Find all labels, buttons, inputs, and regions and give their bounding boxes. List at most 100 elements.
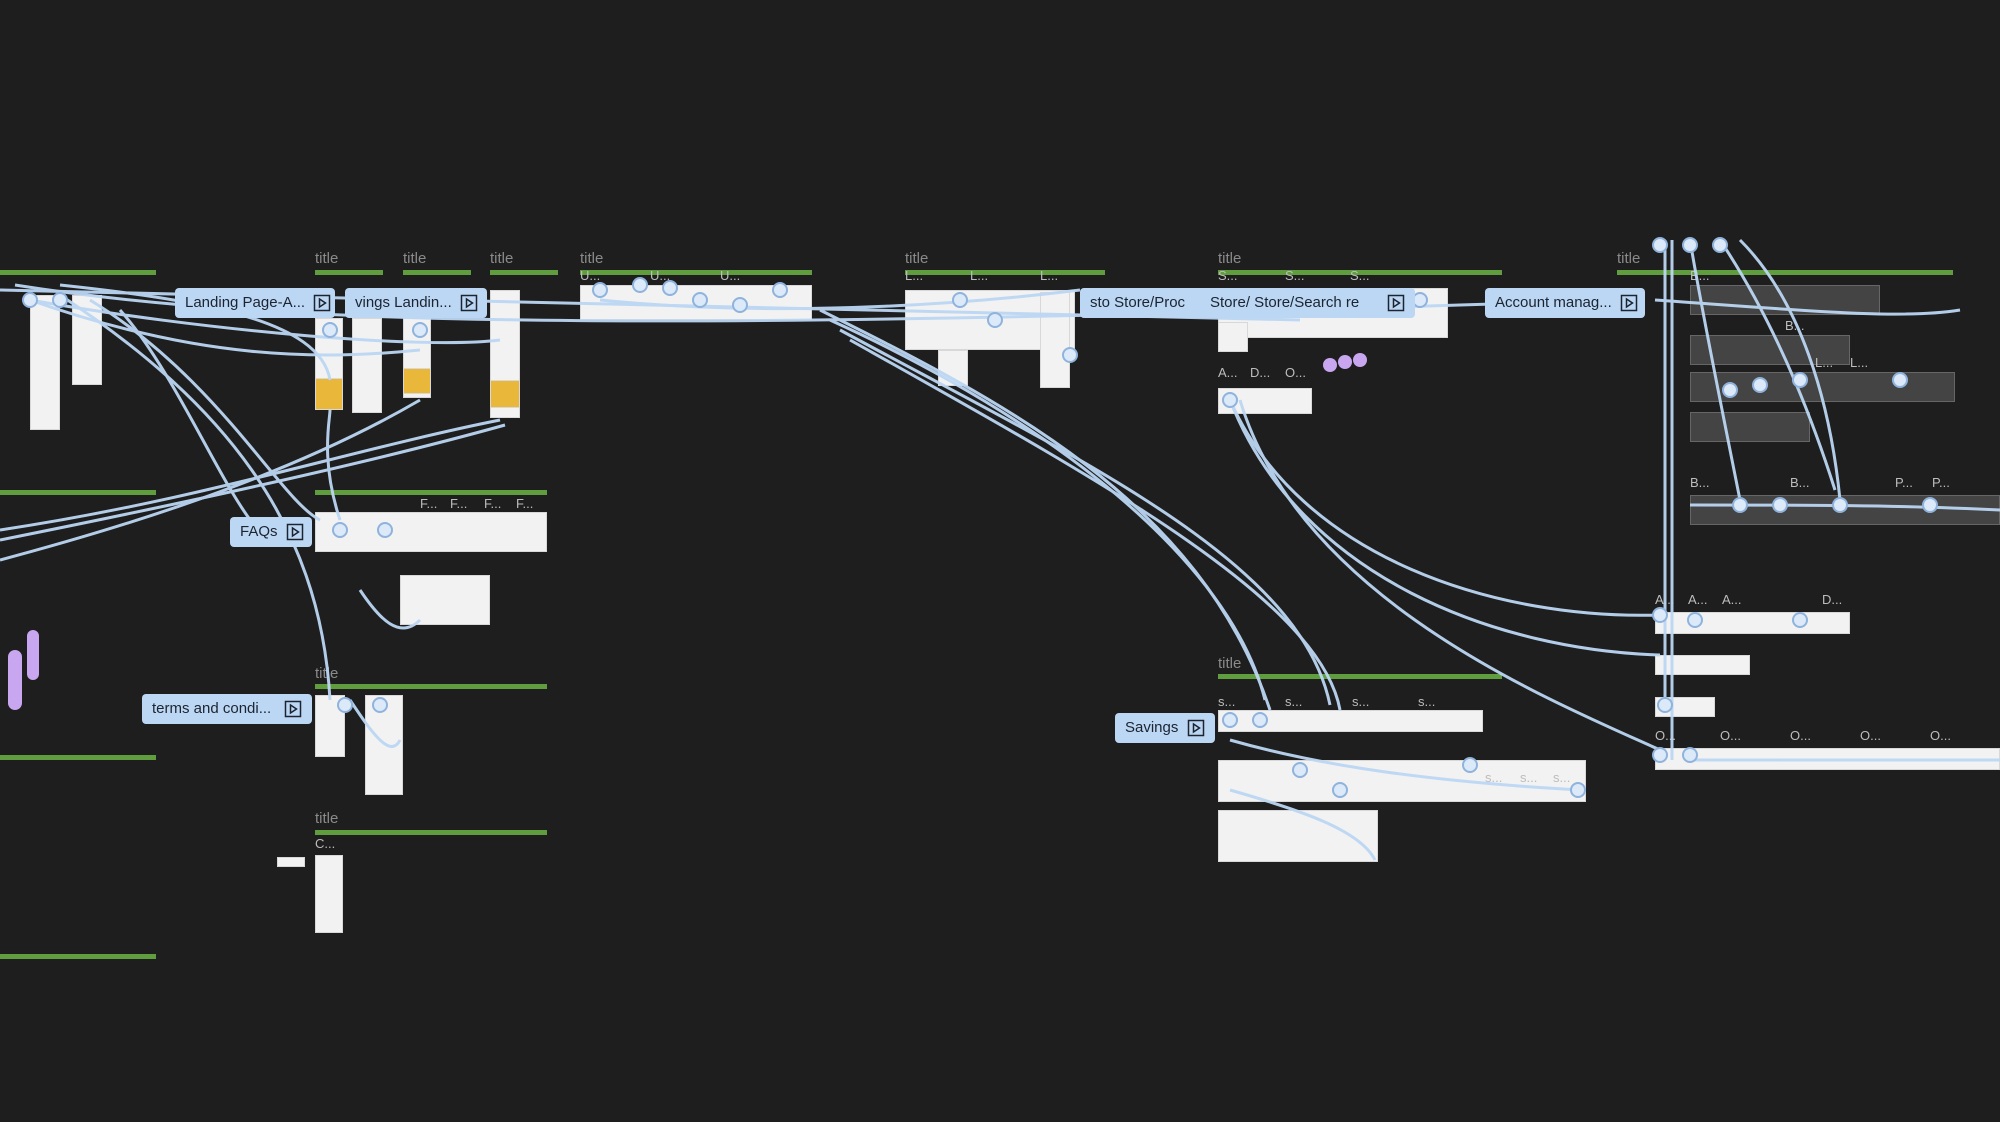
frame-label: C... (315, 836, 336, 851)
section-bar (0, 954, 156, 959)
flow-start-button[interactable]: FAQs (230, 517, 312, 547)
frame-thumbnail[interactable] (1690, 412, 1810, 442)
section-title: title (315, 810, 339, 827)
section-bar (905, 270, 1105, 275)
frame-label: U... (580, 268, 601, 283)
frame-label: F... (484, 496, 502, 511)
section-bar (0, 490, 156, 495)
frame-label: A... (1688, 592, 1708, 607)
frame-label: L... (905, 268, 924, 283)
frame-label: P... (1932, 475, 1950, 490)
frame-label: F... (516, 496, 534, 511)
flow-start-button[interactable]: Savings (1115, 713, 1215, 743)
flow-start-button[interactable]: Store/ Store/Search re (1200, 288, 1415, 318)
frame-label: F... (450, 496, 468, 511)
frame-thumbnail[interactable] (315, 855, 343, 933)
section-bar (1218, 270, 1502, 275)
play-icon[interactable] (1620, 294, 1638, 312)
frame-thumbnail[interactable] (1218, 710, 1483, 732)
frame-label: O... (1790, 728, 1811, 743)
frame-label: O... (1720, 728, 1741, 743)
section-title: title (580, 250, 604, 267)
frame-thumbnail[interactable] (352, 318, 382, 413)
flow-start-button[interactable]: Account manag... (1485, 288, 1645, 318)
section-title: title (1218, 655, 1242, 672)
flow-start-button[interactable]: sto Store/Proc (1080, 288, 1210, 318)
section-title: title (315, 250, 339, 267)
frame-label: s... (1553, 770, 1571, 785)
frame-label: P... (1895, 475, 1913, 490)
section-bar (315, 684, 547, 689)
frame-label: O... (1285, 365, 1306, 380)
play-icon[interactable] (284, 700, 302, 718)
section-bar (315, 490, 547, 495)
frame-label: S... (1350, 268, 1370, 283)
frame-label: L... (1040, 268, 1059, 283)
section-bar (315, 830, 547, 835)
frame-label: s... (1485, 770, 1503, 785)
play-icon[interactable] (286, 523, 304, 541)
section-bar (0, 270, 156, 275)
frame-thumbnail[interactable] (1218, 322, 1248, 352)
flow-start-button[interactable]: vings Landin... (345, 288, 487, 318)
frame-label: S... (1218, 268, 1238, 283)
frame-thumbnail[interactable] (403, 368, 431, 394)
play-icon[interactable] (1187, 719, 1205, 737)
frame-thumbnail[interactable] (315, 512, 547, 552)
section-title: title (490, 250, 514, 267)
play-icon[interactable] (313, 294, 331, 312)
frame-label: s... (1520, 770, 1538, 785)
flow-label: vings Landin... (355, 294, 452, 311)
frame-label: s... (1352, 694, 1370, 709)
frame-label: s... (1285, 694, 1303, 709)
frame-thumbnail[interactable] (30, 295, 60, 430)
frame-label: s... (1418, 694, 1436, 709)
section-bar (490, 270, 558, 275)
frame-label: O... (1860, 728, 1881, 743)
frame-thumbnail[interactable] (1040, 292, 1070, 388)
frame-thumbnail[interactable] (1690, 335, 1850, 365)
frame-label: A... (1722, 592, 1742, 607)
frame-label: s... (1218, 694, 1236, 709)
frame-label: D... (1250, 365, 1271, 380)
section-bar (403, 270, 471, 275)
flow-label: sto Store/Proc (1090, 294, 1186, 311)
frame-label: U... (720, 268, 741, 283)
section-bar (1617, 270, 1953, 275)
flow-label: Store/ Store/Search re (1210, 294, 1360, 311)
flow-label: Landing Page-A... (185, 294, 306, 311)
frame-label: D... (1822, 592, 1843, 607)
section-bar (580, 270, 812, 275)
section-bar (315, 270, 383, 275)
frame-thumbnail[interactable] (1218, 760, 1586, 802)
frame-label: B... (1790, 475, 1810, 490)
section-title: title (905, 250, 929, 267)
frame-thumbnail[interactable] (400, 575, 490, 625)
frame-label: B... (1690, 475, 1710, 490)
section-title: title (1617, 250, 1641, 267)
frame-thumbnail[interactable] (490, 380, 520, 408)
frame-label: F... (420, 496, 438, 511)
flow-start-button[interactable]: terms and condi... (142, 694, 312, 724)
flow-label: Savings (1125, 719, 1179, 736)
play-icon[interactable] (1387, 294, 1405, 312)
frame-label: O... (1930, 728, 1951, 743)
section-bar (0, 755, 156, 760)
play-icon[interactable] (460, 294, 478, 312)
flow-label: terms and condi... (152, 700, 272, 717)
frame-label: L... (970, 268, 989, 283)
section-bar (1218, 674, 1502, 679)
frame-label: L... (1815, 355, 1834, 370)
section-title: title (1218, 250, 1242, 267)
frame-label: A... (1218, 365, 1238, 380)
flow-start-button[interactable]: Landing Page-A... (175, 288, 335, 318)
section-title: title (403, 250, 427, 267)
frame-thumbnail[interactable] (277, 857, 305, 867)
flow-label: Account manag... (1495, 294, 1612, 311)
frame-label: S... (1285, 268, 1305, 283)
frame-thumbnail[interactable] (1655, 655, 1750, 675)
flow-label: FAQs (240, 523, 278, 540)
frame-label: L... (1850, 355, 1869, 370)
